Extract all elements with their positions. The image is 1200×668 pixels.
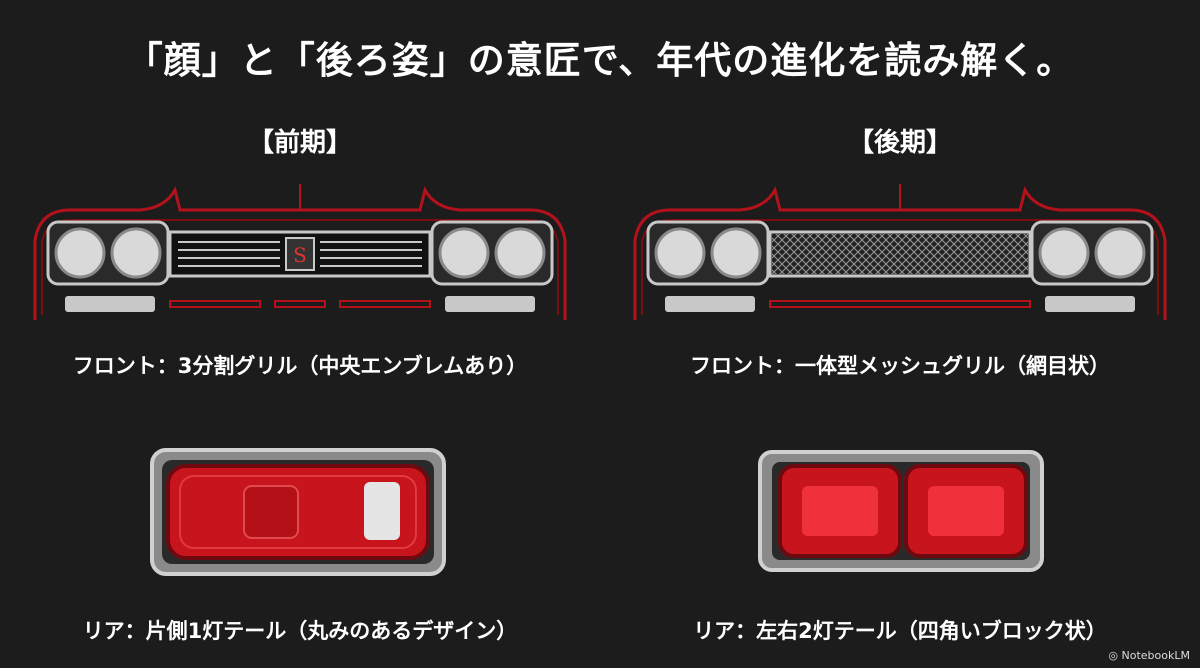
notebooklm-badge: ◎ NotebookLM <box>1108 649 1190 662</box>
headlamp <box>1094 227 1146 279</box>
late-rear-caption: リア：左右2灯テール（四角いブロック状） <box>693 619 1107 643</box>
reverse-lamp <box>364 482 400 540</box>
headlamp <box>54 227 106 279</box>
headlamp <box>438 227 490 279</box>
early-front-illustration: S <box>33 184 567 320</box>
early-rear-illustration <box>150 448 446 576</box>
late-label: 【後期】 <box>847 128 952 158</box>
notebooklm-icon: ◎ <box>1108 649 1119 662</box>
grille-emblem: S <box>293 243 307 267</box>
page-title: 「顔」と「後ろ姿」の意匠で、年代の進化を読み解く。 <box>125 39 1075 82</box>
late-front-illustration <box>633 184 1167 320</box>
headlamp <box>710 227 762 279</box>
headlamp <box>1038 227 1090 279</box>
badge-label: NotebookLM <box>1121 649 1190 662</box>
early-label: 【前期】 <box>247 128 352 158</box>
late-rear-illustration <box>758 450 1044 572</box>
headlamp <box>110 227 162 279</box>
headlamp <box>654 227 706 279</box>
early-rear-caption: リア：片側1灯テール（丸みのあるデザイン） <box>82 619 518 643</box>
headlamp <box>494 227 546 279</box>
early-front-caption: フロント：3分割グリル（中央エンブレムあり） <box>72 354 528 378</box>
late-front-caption: フロント：一体型メッシュグリル（網目状） <box>690 354 1110 378</box>
